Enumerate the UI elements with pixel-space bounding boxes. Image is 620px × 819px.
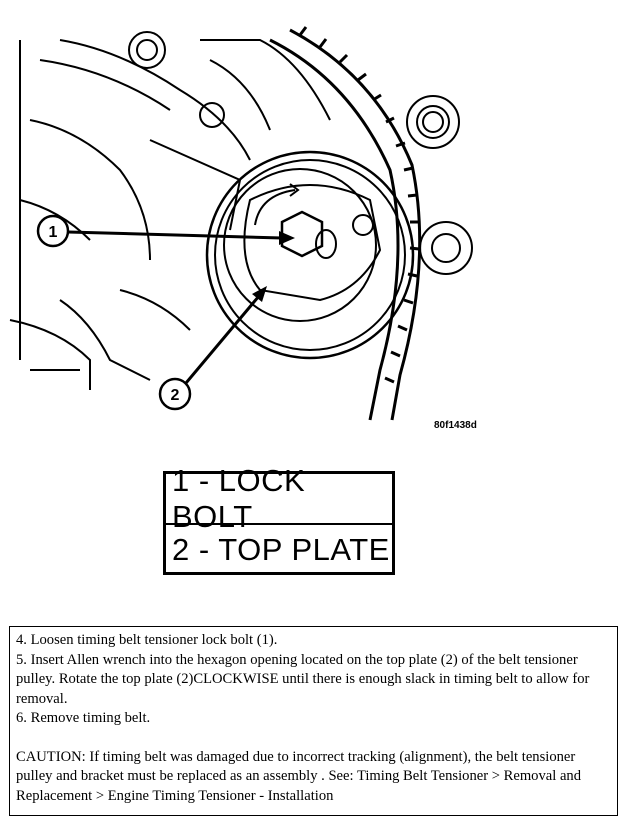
callout-2: 2: [158, 286, 267, 411]
caution-text: CAUTION: If timing belt was damaged due …: [16, 748, 582, 804]
figure-code: 80f1438d: [434, 420, 477, 431]
instructions-box: 4. Loosen timing belt tensioner lock bol…: [9, 626, 618, 816]
step-5: 5. Insert Allen wrench into the hexagon …: [16, 651, 590, 707]
legend-box: 1 - LOCK BOLT 2 - TOP PLATE: [163, 462, 395, 575]
tensioner-illustration: 1 2: [9, 26, 473, 421]
svg-text:2: 2: [171, 387, 180, 404]
step-6: 6. Remove timing belt.: [16, 710, 151, 726]
callout-1: 1: [36, 214, 295, 248]
step-4: 4. Loosen timing belt tensioner lock bol…: [16, 632, 278, 648]
legend-item-top-plate: 2 - TOP PLATE: [166, 523, 392, 574]
svg-text:1: 1: [49, 224, 58, 241]
legend-item-lock-bolt: 1 - LOCK BOLT: [172, 462, 306, 534]
